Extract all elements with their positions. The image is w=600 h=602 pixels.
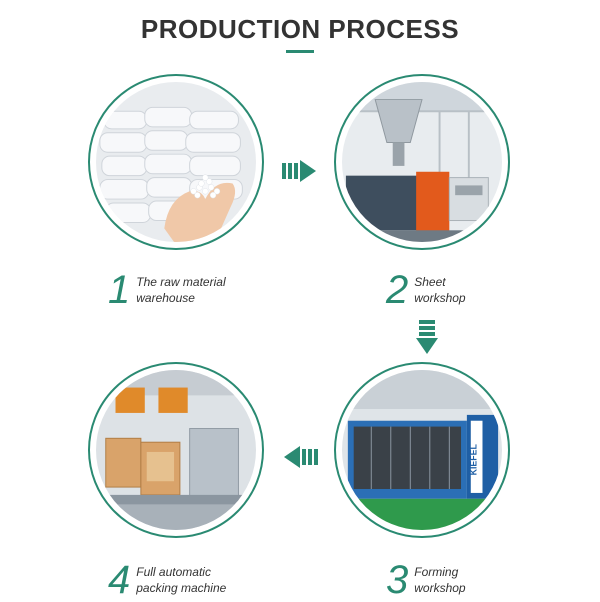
arrow-right-icon: [282, 160, 316, 182]
step-1: 1 The raw material warehouse: [108, 270, 246, 310]
step-label: Forming workshop: [414, 565, 466, 595]
step-3-image: KIEFEL: [334, 362, 510, 538]
sheet-workshop-image: [342, 82, 502, 242]
step-number: 3: [386, 558, 409, 602]
forming-machine-image: KIEFEL: [342, 370, 502, 530]
step-label: The raw material warehouse: [136, 275, 226, 305]
arrow-down-icon: [416, 320, 438, 354]
step-label: Sheet workshop: [414, 275, 466, 305]
packing-machine-image: [96, 370, 256, 530]
step-4: 4 Full automatic packing machine: [108, 560, 246, 600]
step-1-image: [88, 74, 264, 250]
page-title: PRODUCTION PROCESS: [140, 14, 460, 44]
step-3: 3 Forming workshop: [386, 560, 484, 600]
step-label: Full automatic packing machine: [136, 565, 227, 595]
step-number: 1: [108, 268, 131, 312]
raw-material-bags-image: [96, 82, 256, 242]
step-number: 2: [386, 268, 409, 312]
title-underline: [286, 50, 314, 53]
step-2-image: [334, 74, 510, 250]
step-number: 4: [108, 558, 131, 602]
machine-brand-text: KIEFEL: [469, 444, 479, 476]
step-4-image: [88, 362, 264, 538]
step-2: 2 Sheet workshop: [386, 270, 474, 310]
arrow-left-icon: [284, 446, 318, 468]
